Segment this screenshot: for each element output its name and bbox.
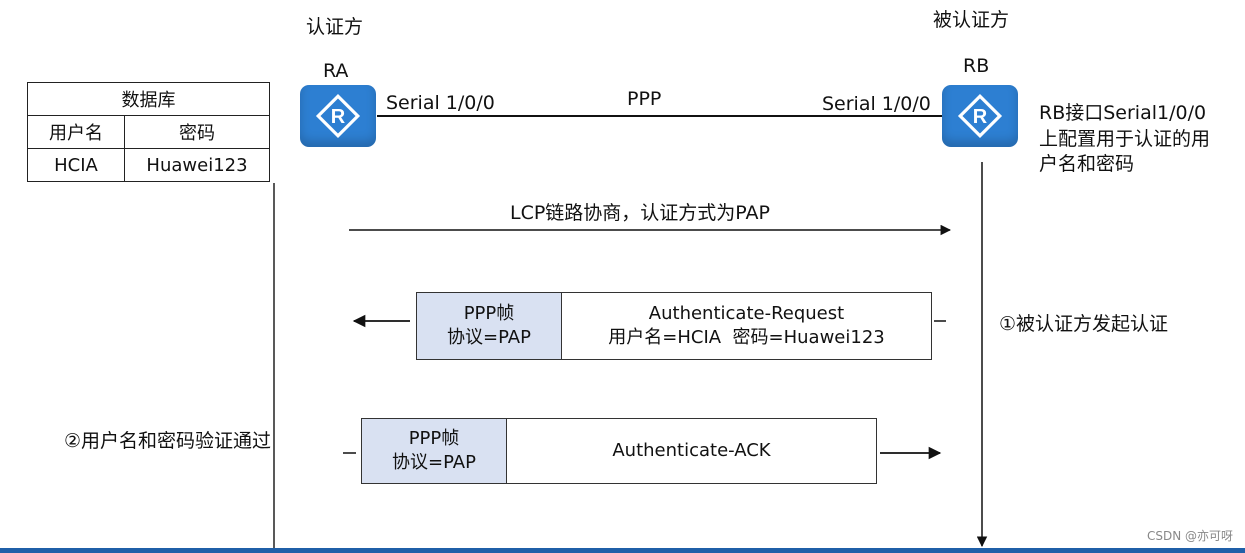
database-title: 数据库 [27,82,270,116]
ack-frame-protocol: 协议=PAP [392,452,476,473]
rb-note-line-1: RB接口Serial1/0/0 [1039,102,1207,124]
rb-name-label: RB [963,55,990,77]
ack-step-label: ②用户名和密码验证通过 [64,430,272,452]
ack-frame-type: PPP帧 [408,427,460,449]
bottom-bar [0,548,1245,553]
router-rb-icon: R [942,85,1018,147]
ack-frame-header: PPP帧 协议=PAP [362,419,507,483]
protocol-label: PPP [627,88,662,110]
database-cell-username: HCIA [27,148,125,182]
svg-text:R: R [973,106,988,128]
database-cell-password: Huawei123 [124,148,270,182]
rb-port-label: Serial 1/0/0 [822,93,931,115]
ack-title: Authenticate-ACK [612,439,771,461]
request-step-label: ①被认证方发起认证 [999,313,1169,335]
request-detail: 用户名=HCIA 密码=Huawei123 [608,327,885,348]
request-frame-header: PPP帧 协议=PAP [417,293,562,359]
router-ra-icon: R [300,85,376,147]
rb-role-label: 被认证方 [933,9,1010,31]
request-frame: PPP帧 协议=PAP Authenticate-Request 用户名=HCI… [416,292,932,360]
ra-port-label: Serial 1/0/0 [386,92,495,114]
rb-note-line-3: 户名和密码 [1039,153,1135,175]
watermark: CSDN @亦可呀 [1146,529,1233,543]
ack-frame: PPP帧 协议=PAP Authenticate-ACK [361,418,877,484]
request-title: Authenticate-Request [648,302,845,324]
ra-role-label: 认证方 [306,16,364,38]
rb-note-line-2: 上配置用于认证的用 [1039,128,1211,150]
request-frame-protocol: 协议=PAP [447,327,531,348]
request-frame-type: PPP帧 [463,302,515,324]
database-table: 数据库 用户名 密码 HCIA Huawei123 [27,82,270,182]
ra-name-label: RA [323,60,349,82]
database-header-password: 密码 [124,115,270,149]
ack-frame-body: Authenticate-ACK [507,419,876,483]
lcp-label: LCP链路协商，认证方式为PAP [510,202,771,224]
svg-text:R: R [331,106,346,128]
database-header-username: 用户名 [27,115,125,149]
request-frame-body: Authenticate-Request 用户名=HCIA 密码=Huawei1… [562,293,931,359]
